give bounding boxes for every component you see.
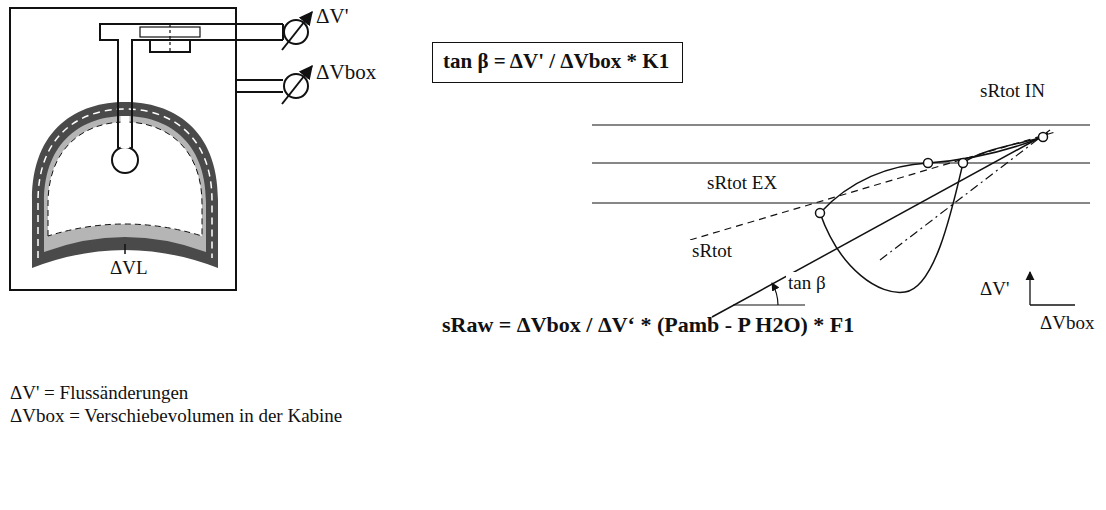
- formula-text: tan β = ΔV' / ΔVbox * K1: [443, 49, 672, 73]
- flow-gauge-label: ΔV': [316, 4, 348, 28]
- curve-label: sRtot: [690, 240, 734, 262]
- curve-label: sRtot IN: [980, 80, 1045, 102]
- formula-box: tan β = ΔV' / ΔVbox * K1: [432, 42, 683, 83]
- airway-tube: [100, 24, 283, 173]
- axis-label: ΔVbox: [1040, 312, 1094, 334]
- gauge-symbol: [282, 12, 312, 104]
- angle-label: tan β: [786, 272, 828, 294]
- axis-label: ΔV': [980, 278, 1009, 300]
- loop-graph: [592, 125, 1090, 317]
- curve-label: sRtot EX: [705, 172, 779, 194]
- lung-volume-label: ΔVL: [108, 257, 150, 279]
- formula: sRaw = ΔVbox / ΔV‘ * (Pamb - P H2O) * F1: [442, 312, 854, 337]
- cabin-box: [10, 8, 236, 290]
- legend-note: ΔVbox = Verschiebevolumen in der Kabine: [10, 405, 342, 427]
- box-tube: [236, 80, 283, 92]
- lung-drawing: [32, 102, 218, 268]
- legend-note: ΔV' = Flussänderungen: [10, 382, 188, 404]
- box-gauge-label: ΔVbox: [316, 60, 376, 84]
- volume-tick: [124, 244, 126, 254]
